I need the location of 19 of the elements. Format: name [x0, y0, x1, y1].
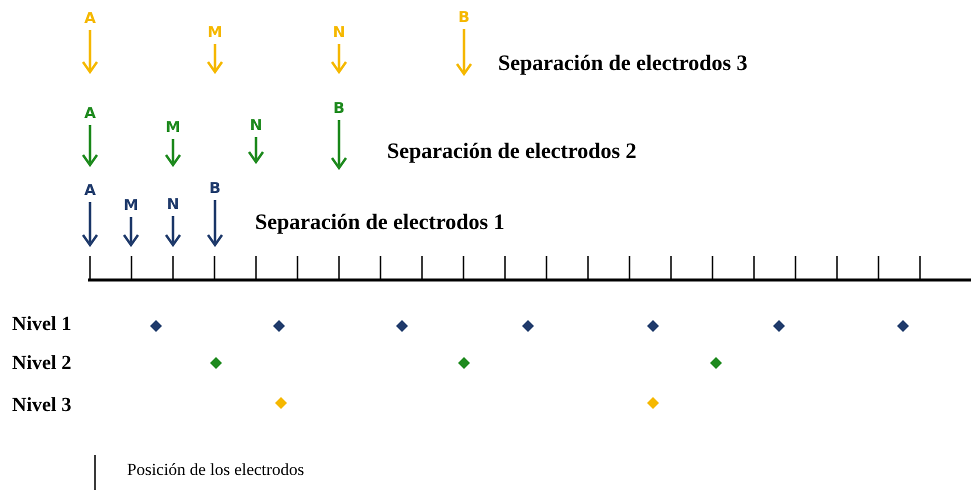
electrode-letter: A	[84, 106, 96, 121]
electrode-letter: M	[166, 120, 180, 135]
electrode-letter: N	[250, 118, 262, 133]
electrode-letter: A	[84, 11, 96, 26]
spacing-title: Separación de electrodos 2	[387, 140, 637, 162]
electrode-letter: N	[332, 25, 346, 40]
level-label: Nivel 3	[12, 395, 72, 415]
electrode-letter: B	[458, 10, 470, 25]
electrode-letter: M	[124, 198, 138, 213]
level-label: Nivel 1	[12, 314, 72, 334]
electrode-letter: B	[209, 181, 221, 196]
electrode-letter: M	[208, 25, 222, 40]
spacing-title: Separación de electrodos 3	[498, 52, 748, 74]
electrode-letter: A	[84, 183, 96, 198]
legend-label: Posición de los electrodos	[127, 461, 304, 478]
level-label: Nivel 2	[12, 353, 72, 373]
electrode-letter: B	[333, 101, 345, 116]
spacing-title: Separación de electrodos 1	[255, 211, 505, 233]
electrode-letter: N	[166, 197, 180, 212]
